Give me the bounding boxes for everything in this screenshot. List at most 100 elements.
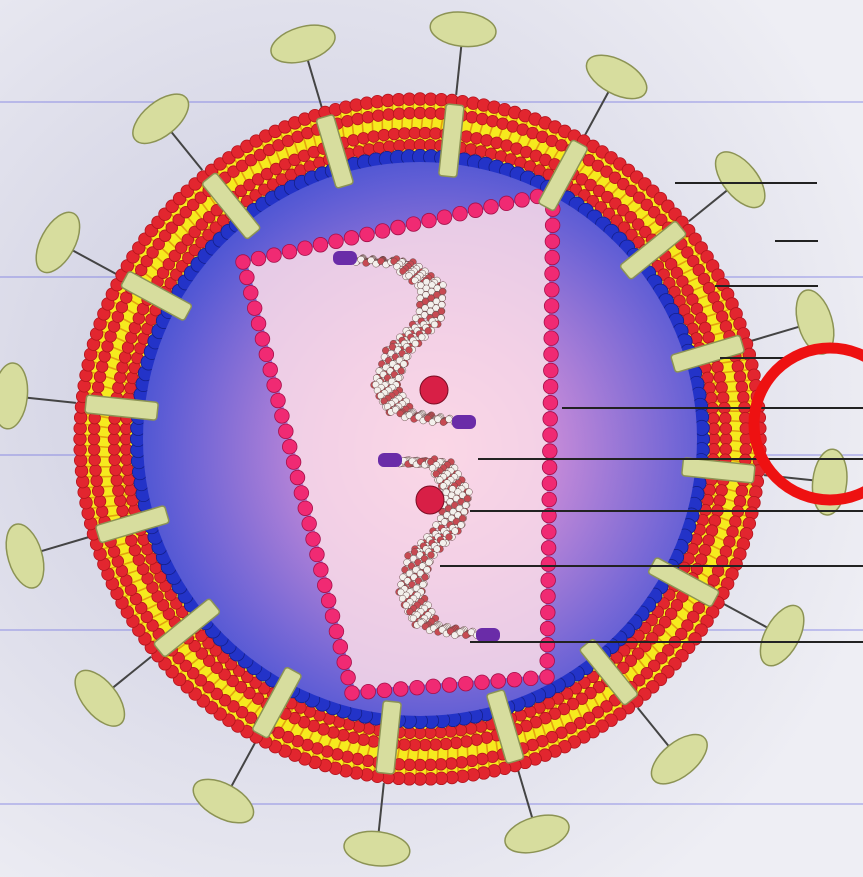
inner-head-bead <box>717 392 729 404</box>
capsid-bead <box>393 682 408 697</box>
inner-head-bead <box>113 485 125 497</box>
rna-bead <box>398 368 405 375</box>
inner-head-bead <box>114 372 126 384</box>
capsid-bead <box>543 428 558 443</box>
capsid-bead <box>317 578 332 593</box>
inner-head-bead <box>399 739 411 751</box>
inner-head-bead <box>114 495 126 507</box>
inner-head-bead <box>707 413 719 425</box>
capsid-bead <box>286 455 301 470</box>
outer-head-bead <box>736 381 748 393</box>
outer-head-bead <box>92 381 104 393</box>
inner-head-bead <box>424 727 436 739</box>
capsid-bead <box>321 593 336 608</box>
capsid-bead <box>337 655 352 670</box>
outer-head-bead <box>738 392 750 404</box>
inner-head-bead <box>450 737 462 749</box>
inner-head-bead <box>471 734 483 746</box>
capsid-bead <box>491 674 506 689</box>
rna-bead <box>418 334 425 341</box>
inner-head-bead <box>388 128 400 140</box>
inner-head-bead <box>716 485 728 497</box>
capsid-bead <box>360 227 375 242</box>
rna-bead <box>395 375 402 382</box>
inner-head-bead <box>378 129 390 141</box>
inner-head-bead <box>111 474 123 486</box>
rna-cap-5prime <box>333 251 357 265</box>
outer-head-bead <box>414 759 426 771</box>
capsid-bead <box>240 270 255 285</box>
rna-bead <box>403 354 410 361</box>
inner-head-bead <box>720 423 732 435</box>
inner-head-bead <box>409 739 421 751</box>
capsid-bead <box>541 557 556 572</box>
capsid-bead <box>484 200 499 215</box>
capsid-bead <box>344 231 359 246</box>
capsid-bead <box>247 301 262 316</box>
capsid-bead <box>243 285 258 300</box>
inner-head-bead <box>419 127 431 139</box>
capsid-bead <box>545 266 560 281</box>
inner-head-bead <box>368 736 380 748</box>
capsid-bead <box>544 299 559 314</box>
capsid-bead <box>294 486 309 501</box>
capsid-bead <box>302 516 317 531</box>
capsid-bead <box>290 470 305 485</box>
rna-bead <box>412 340 419 347</box>
inner-head-bead <box>358 132 370 144</box>
outer-head-bead <box>414 107 426 119</box>
capsid-bead <box>542 492 557 507</box>
inner-head-bead <box>481 732 493 744</box>
inner-head-bead <box>109 454 121 466</box>
outer-head-bead <box>96 506 108 518</box>
inner-head-bead <box>461 736 473 748</box>
outer-head-bead <box>96 361 108 373</box>
inner-head-bead <box>404 727 416 739</box>
rna-bead <box>440 540 447 547</box>
inner-head-bead <box>471 132 483 144</box>
capsid-bead <box>410 680 425 695</box>
inner-head-bead <box>120 423 132 435</box>
capsid-bead <box>263 362 278 377</box>
capsid-bead <box>541 541 556 556</box>
capsid-bead <box>542 525 557 540</box>
capsid-bead <box>329 624 344 639</box>
capsid-bead <box>426 679 441 694</box>
inner-head-bead <box>708 423 720 435</box>
capsid-bead <box>422 213 437 228</box>
capsid-bead <box>310 547 325 562</box>
rna-bead <box>464 495 471 502</box>
capsid-bead <box>545 234 560 249</box>
inner-head-bead <box>716 382 728 394</box>
outer-head-bead <box>466 111 478 123</box>
rna-bead <box>461 508 468 515</box>
inner-head-bead <box>348 732 360 744</box>
rna-bead <box>431 321 438 328</box>
rna-cap-5prime <box>378 453 402 467</box>
rna-bead <box>459 515 466 522</box>
inner-head-bead <box>399 128 411 140</box>
capsid-bead <box>545 218 560 233</box>
capsid-bead <box>543 412 558 427</box>
outer-head-bead <box>88 423 100 435</box>
capsid-bead <box>541 589 556 604</box>
capsid-bead <box>540 670 555 685</box>
capsid-bead <box>236 255 251 270</box>
capsid-bead <box>282 439 297 454</box>
inner-head-bead <box>121 454 133 466</box>
outer-head-bead <box>91 475 103 487</box>
capsid-bead <box>453 206 468 221</box>
inner-head-bead <box>712 362 724 374</box>
outer-head-bead <box>487 115 499 127</box>
capsid-bead <box>298 241 313 256</box>
inner-head-bead <box>108 423 120 435</box>
outer-head-bead <box>90 465 102 477</box>
outer-head-bead <box>477 113 489 125</box>
capsid-bead <box>545 283 560 298</box>
outer-head-bead <box>88 444 100 456</box>
reverse-transcriptase <box>420 376 448 404</box>
capsid-bead <box>345 686 360 701</box>
outer-head-bead <box>362 111 374 123</box>
capsid-bead <box>541 573 556 588</box>
outer-head-bead <box>740 444 752 456</box>
